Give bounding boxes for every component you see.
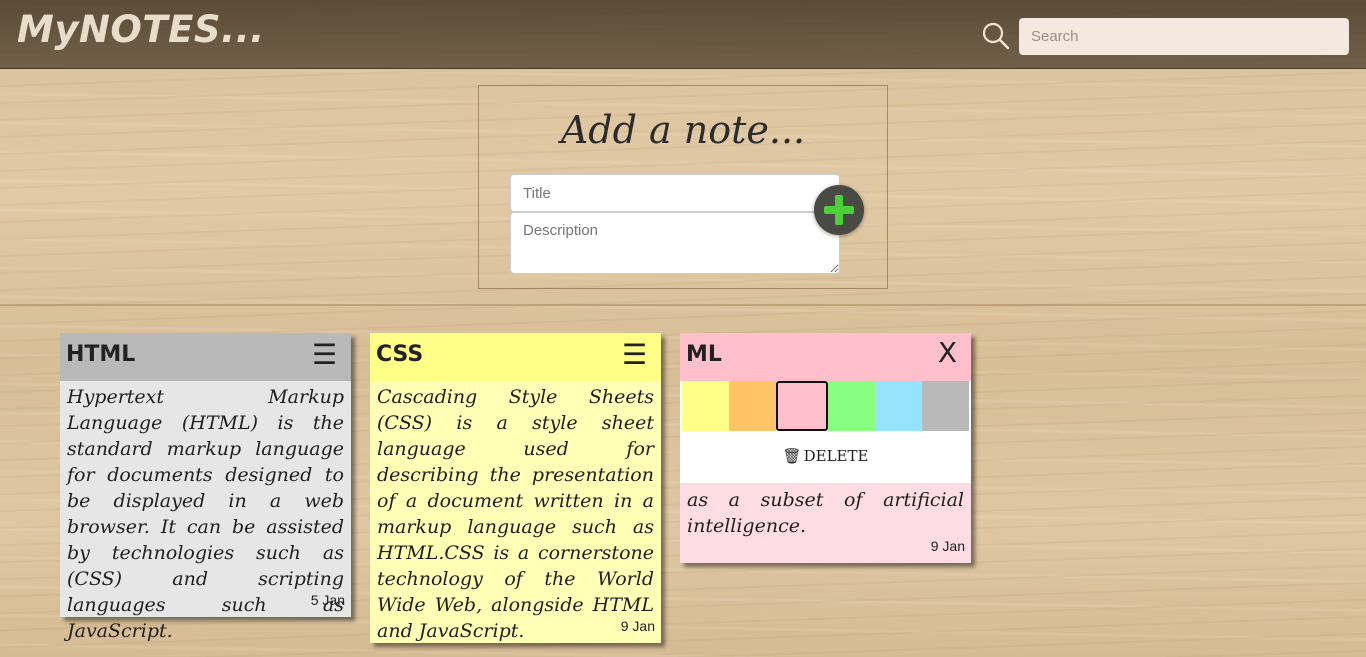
delete-label: DELETE bbox=[803, 447, 869, 465]
color-swatch[interactable] bbox=[921, 381, 970, 431]
note-date: 9 Jan bbox=[620, 618, 655, 634]
trash-icon: 🗑 bbox=[782, 447, 802, 465]
note-header: CSS ☰ bbox=[370, 333, 661, 381]
color-picker bbox=[680, 381, 971, 433]
note-title: CSS bbox=[376, 342, 424, 367]
note-text: Cascading Style Sheets (CSS) is a style … bbox=[377, 386, 654, 642]
note-header: ML X bbox=[680, 333, 971, 381]
plus-icon bbox=[824, 195, 854, 225]
note-body: as a subset of artificial intelligence. … bbox=[680, 483, 971, 563]
note-text-clip: as a subset of artificial intelligence. bbox=[687, 483, 964, 539]
color-swatch[interactable] bbox=[682, 381, 730, 431]
color-swatch[interactable] bbox=[827, 381, 875, 431]
note-text: as a subset of artificial intelligence. bbox=[687, 489, 964, 537]
add-note-heading: Add a note... bbox=[560, 108, 806, 152]
navbar: MyNOTES... bbox=[0, 0, 1366, 69]
note-date: 5 Jan bbox=[310, 592, 345, 608]
delete-button[interactable]: 🗑DELETE bbox=[680, 433, 971, 483]
note-text: Hypertext Markup Language (HTML) is the … bbox=[67, 386, 344, 642]
add-note-button[interactable] bbox=[814, 185, 864, 235]
note-description-input[interactable] bbox=[510, 212, 840, 274]
color-swatch[interactable] bbox=[729, 381, 777, 431]
note-title: HTML bbox=[66, 342, 136, 367]
note-card-ml: ML X 🗑DELETE as a subset of artificial i… bbox=[680, 333, 971, 563]
close-icon[interactable]: X bbox=[937, 336, 957, 369]
search-input[interactable] bbox=[1019, 18, 1349, 55]
hamburger-menu-icon[interactable]: ☰ bbox=[621, 338, 647, 371]
note-title: ML bbox=[686, 342, 722, 367]
note-body: Hypertext Markup Language (HTML) is the … bbox=[60, 381, 351, 642]
note-card-html: HTML ☰ Hypertext Markup Language (HTML) … bbox=[60, 333, 351, 642]
search-icon[interactable] bbox=[982, 22, 1010, 50]
note-body: Cascading Style Sheets (CSS) is a style … bbox=[370, 381, 661, 643]
hamburger-menu-icon[interactable]: ☰ bbox=[311, 338, 337, 371]
wood-plank-seam bbox=[0, 304, 1366, 306]
note-title-input[interactable] bbox=[510, 174, 840, 212]
note-date: 9 Jan bbox=[930, 538, 965, 554]
color-swatch[interactable] bbox=[776, 381, 828, 431]
brand-logo[interactable]: MyNOTES... bbox=[17, 8, 265, 51]
note-card-css: CSS ☰ Cascading Style Sheets (CSS) is a … bbox=[370, 333, 661, 643]
color-swatch[interactable] bbox=[874, 381, 922, 431]
note-header: HTML ☰ bbox=[60, 333, 351, 381]
add-note-panel: Add a note... bbox=[478, 85, 888, 289]
